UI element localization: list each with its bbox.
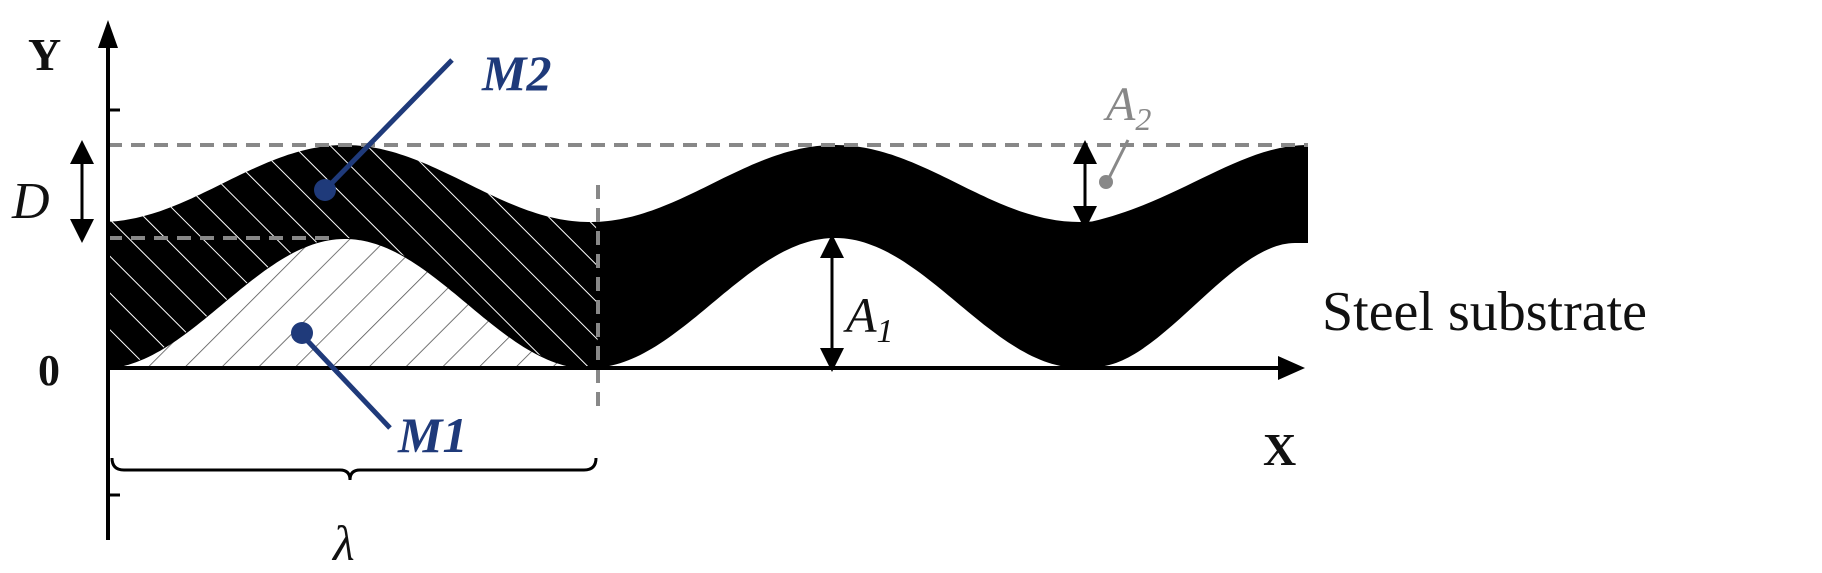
diamond-hatch-region xyxy=(108,145,598,368)
amplitude2-leader xyxy=(1106,139,1130,181)
steel-substrate-label: Steel substrate xyxy=(1322,281,1647,343)
thickness-label: D xyxy=(11,173,50,230)
amplitude2-marker xyxy=(1099,175,1113,189)
origin-label: 0 xyxy=(38,346,60,395)
m1-marker xyxy=(291,322,313,344)
wavelength-label: λ xyxy=(331,515,355,571)
x-axis-arrowhead xyxy=(1278,356,1305,380)
m2-leader xyxy=(323,58,454,192)
y-axis-label: Y xyxy=(28,29,61,80)
diamond-layer-label: Diamond layer xyxy=(1330,159,1665,221)
y-axis-arrowhead xyxy=(98,20,118,48)
x-axis-label: X xyxy=(1263,424,1296,475)
steel-hatch-region xyxy=(108,238,598,368)
m2-marker xyxy=(314,179,336,201)
m1-leader xyxy=(300,333,392,430)
amplitude2-label: A2 xyxy=(1103,78,1151,137)
wavelength-bracket xyxy=(110,457,598,481)
m2-label: M2 xyxy=(481,45,551,101)
m1-label: M1 xyxy=(397,407,467,463)
amplitude1-label: A1 xyxy=(843,287,894,350)
